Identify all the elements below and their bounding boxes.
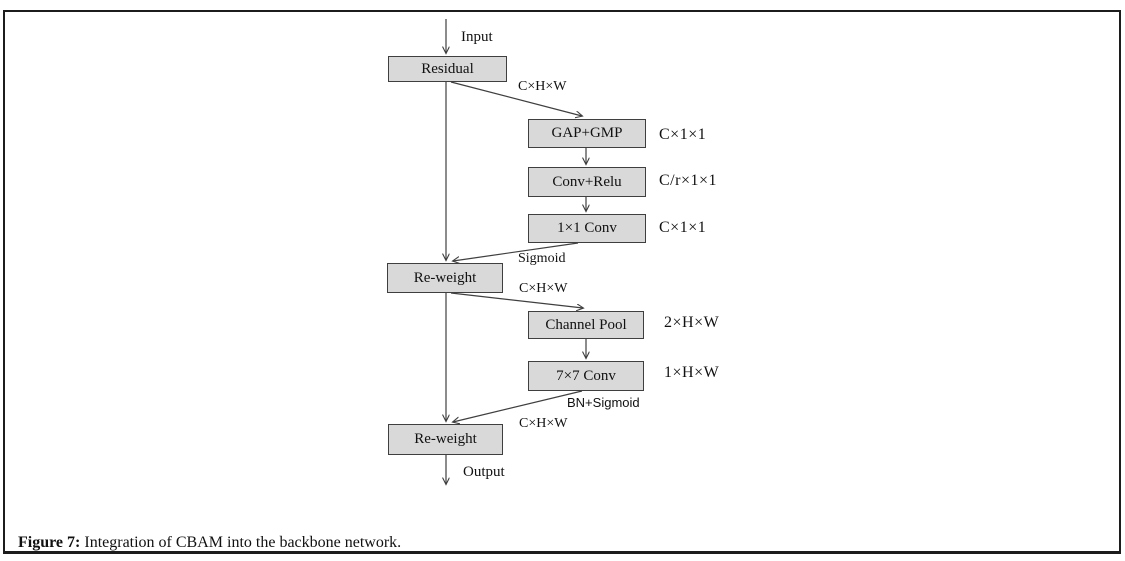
label-dim-chw-1: C×H×W: [518, 79, 567, 94]
figure-caption: Figure 7: Integration of CBAM into the b…: [18, 534, 401, 552]
node-gap-gmp: GAP+GMP: [528, 119, 646, 148]
node-residual: Residual: [388, 56, 507, 82]
label-output: Output: [463, 464, 505, 480]
arrow-sigmoid-to-reweight1: [453, 242, 579, 261]
label-dim-chw-2: C×H×W: [519, 281, 568, 296]
arrow-bnsigmoid-to-reweight2: [453, 390, 583, 422]
label-dim-c1x1-conv: C×1×1: [659, 219, 707, 236]
node-reweight-2: Re-weight: [388, 424, 503, 455]
arrow-reweight1-to-channelpool: [450, 292, 583, 308]
label-dim-chw-3: C×H×W: [519, 416, 568, 431]
arrow-residual-to-gap: [450, 81, 582, 116]
figure-caption-label: Figure 7:: [18, 534, 81, 551]
label-input: Input: [461, 29, 493, 45]
node-reweight-1: Re-weight: [387, 263, 503, 293]
node-conv-relu: Conv+Relu: [528, 167, 646, 197]
label-sigmoid: Sigmoid: [518, 251, 566, 266]
node-conv-7x7: 7×7 Conv: [528, 361, 644, 391]
label-dim-2hw: 2×H×W: [664, 314, 720, 331]
node-channel-pool: Channel Pool: [528, 311, 644, 339]
label-dim-1hw: 1×H×W: [664, 364, 720, 381]
label-bn-sigmoid: BN+Sigmoid: [567, 395, 640, 410]
label-dim-cr1x1: C/r×1×1: [659, 172, 717, 189]
label-dim-c1x1-gap: C×1×1: [659, 126, 707, 143]
node-conv-1x1: 1×1 Conv: [528, 214, 646, 243]
figure-frame: [3, 10, 1121, 554]
figure-caption-text: Integration of CBAM into the backbone ne…: [80, 534, 402, 551]
